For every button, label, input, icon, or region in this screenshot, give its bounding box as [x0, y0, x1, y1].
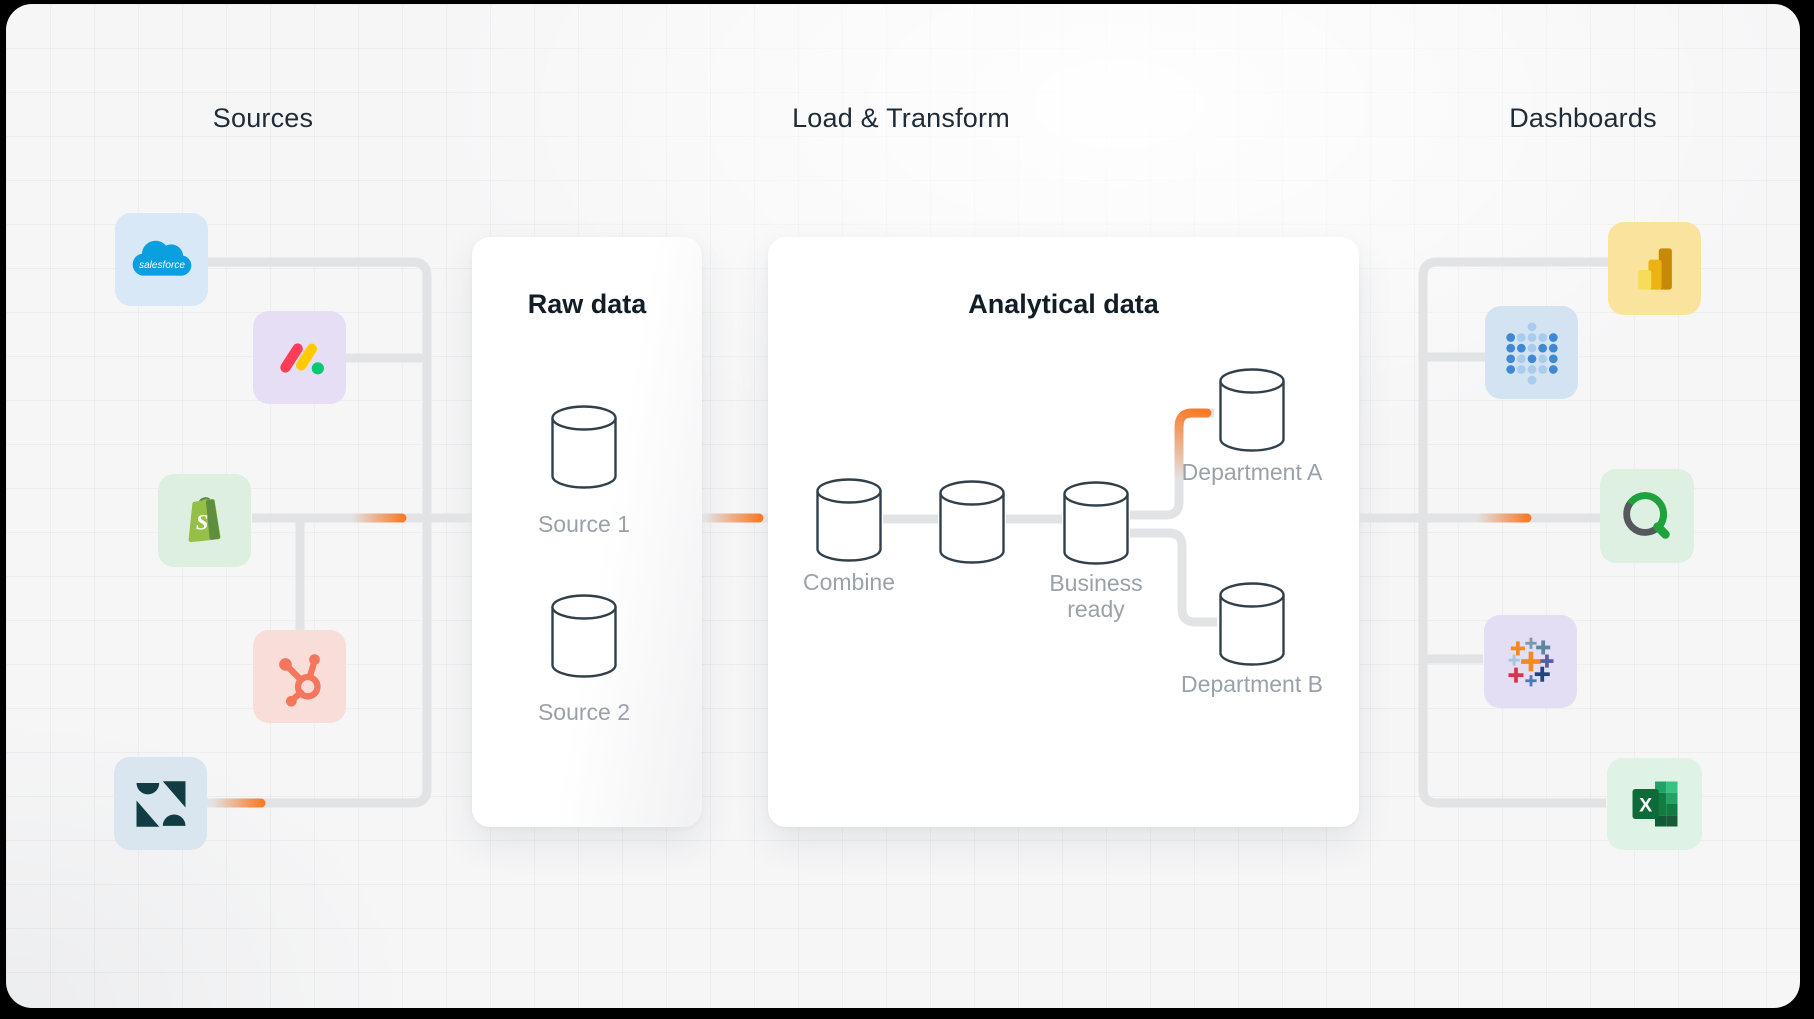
- db-cylinder-combine: [816, 478, 882, 562]
- source-tile-shopify: S: [158, 474, 251, 567]
- db-cylinder-source-1: [551, 405, 617, 489]
- raw-data-title: Raw data: [527, 289, 647, 319]
- dashboard-tile-quicksight: [1600, 469, 1694, 563]
- shopify-icon: S: [188, 496, 220, 542]
- dashboard-tile-metabase: [1485, 306, 1578, 399]
- source-tile-zendesk: [114, 757, 207, 850]
- header-sources: Sources: [212, 103, 314, 133]
- db-cylinder-department-b: [1219, 582, 1285, 666]
- tableau-icon: [1508, 637, 1553, 686]
- db-cylinder-business-ready: [1063, 481, 1129, 565]
- label-department-a: Department A: [1181, 459, 1323, 485]
- quicksight-icon: [1623, 492, 1670, 539]
- diagram-canvas: Sources Load & Transform Dashboards Raw …: [6, 4, 1800, 1008]
- header-load-transform: Load & Transform: [792, 103, 1010, 133]
- svg-text:salesforce: salesforce: [139, 260, 185, 271]
- zendesk-icon: [136, 780, 185, 827]
- source-tile-monday: [253, 311, 346, 404]
- dashboard-tile-power-bi: [1608, 222, 1701, 315]
- dashboard-tile-excel: X: [1607, 758, 1702, 850]
- db-cylinder-department-a: [1219, 368, 1285, 452]
- raw-data-panel: Raw data: [472, 237, 702, 827]
- power-bi-icon: [1637, 247, 1672, 290]
- label-department-b: Department B: [1181, 671, 1323, 697]
- source-tile-hubspot: [253, 630, 346, 723]
- flow-pulse: [1174, 408, 1212, 479]
- excel-icon: X: [1632, 781, 1677, 827]
- label-source-2: Source 2: [537, 699, 631, 725]
- db-cylinder-source-2: [551, 594, 617, 678]
- source-tile-salesforce: salesforce: [115, 213, 208, 306]
- dashboard-tile-tableau: [1484, 615, 1577, 708]
- metabase-icon: [1505, 321, 1558, 384]
- header-dashboards: Dashboards: [1509, 103, 1657, 133]
- svg-text:S: S: [195, 509, 208, 534]
- monday-icon: [279, 342, 324, 374]
- db-cylinder-middle: [939, 480, 1005, 564]
- hubspot-icon: [278, 653, 321, 707]
- connector-lines: [207, 257, 1608, 808]
- label-business-ready: Business ready: [1049, 570, 1143, 622]
- svg-text:X: X: [1639, 795, 1652, 817]
- analytical-data-title: Analytical data: [968, 289, 1159, 319]
- label-source-1: Source 1: [537, 511, 631, 537]
- label-combine: Combine: [802, 569, 896, 595]
- salesforce-icon: salesforce: [132, 240, 191, 276]
